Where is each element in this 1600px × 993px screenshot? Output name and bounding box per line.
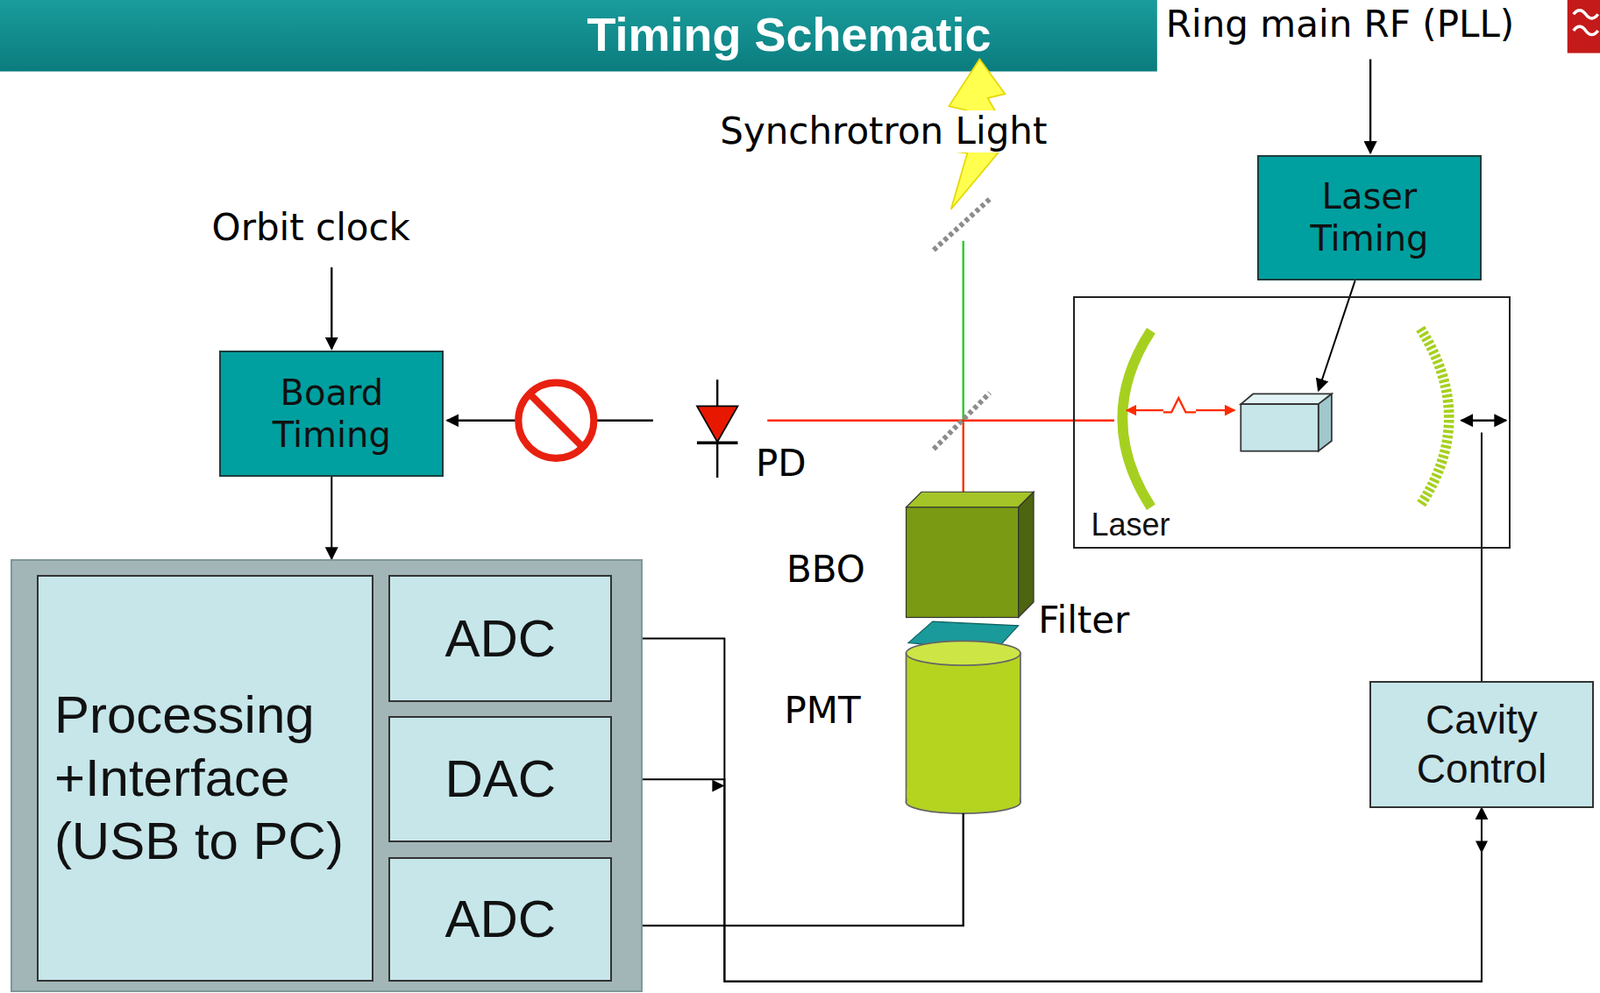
node-text: Laser Timing [1265,175,1473,260]
converter-box: DAC [388,716,612,843]
pd-arrow [447,419,516,422]
pd-wire [597,419,654,422]
photodiode-symbol [696,405,739,442]
mirror-motion-arrow [1461,419,1507,422]
crystal-side [1318,393,1332,451]
node-text: Cavity Control [1378,696,1586,793]
node-text: ADC [397,607,604,671]
pulse-arrow [1195,409,1235,412]
timing-box: Laser Timing [1257,155,1482,281]
converter-box: ADC [388,857,612,982]
clock-arrow [330,267,333,349]
pmt-fill [907,788,1020,803]
rf-arrow [1369,59,1372,154]
node-text: Laser [1090,505,1501,544]
header-band [0,0,1158,72]
crystal-top [1240,393,1332,405]
node-text: Processing +Interface (USB to PC) [54,683,363,874]
pmt-window [906,640,1021,666]
junction-arrowhead [711,780,725,793]
pmt-body [906,653,1021,803]
part-name: PMT [782,689,864,733]
signal-wire [611,779,1482,982]
node-text: ADC [397,888,604,952]
pulse-arrow [1126,409,1164,412]
node-text: DAC [397,747,604,811]
prohibited-sign [518,383,594,459]
crystal [1240,404,1318,452]
laser-mirror [1122,330,1152,507]
part-name: PD [753,442,810,485]
signal-wire [611,639,1482,982]
logo-mark [1573,10,1599,36]
signal-wire [330,476,333,560]
laser-housing: Laser [1073,296,1510,550]
bbo-top [906,491,1034,507]
logo [1567,0,1600,54]
laser-pulse [1163,398,1196,413]
timing-box: Board Timing [219,350,444,477]
bbo-crystal [906,507,1019,619]
diode-bar [696,441,739,445]
part-name: Filter [1035,599,1132,642]
page-title: Timing Schematic [473,7,1105,62]
bbo-side [1018,491,1034,618]
node-text: Board Timing [227,371,435,456]
pmt-signal-wire [616,813,964,926]
signal-name: Ring main RF (PLL) [1163,3,1517,46]
beam-splitter [933,392,990,449]
signal-name: Orbit clock [209,206,413,249]
moving-mirror [1420,328,1450,505]
prohibited-slash [529,393,584,448]
synchrotron-beam [962,241,965,421]
source-name: Synchrotron Light [717,110,1050,153]
laser-beam [767,419,1115,422]
signal-wire [1480,432,1483,682]
control-box: Cavity Control [1369,681,1594,808]
board-panel: Processing +Interface (USB to PC) ADC DAC A… [10,559,644,993]
mirror [933,199,990,250]
part-name: BBO [783,548,868,591]
mixed-beam [962,420,965,503]
converter-box: ADC [388,575,612,702]
processor-box: Processing +Interface (USB to PC) [36,575,374,982]
